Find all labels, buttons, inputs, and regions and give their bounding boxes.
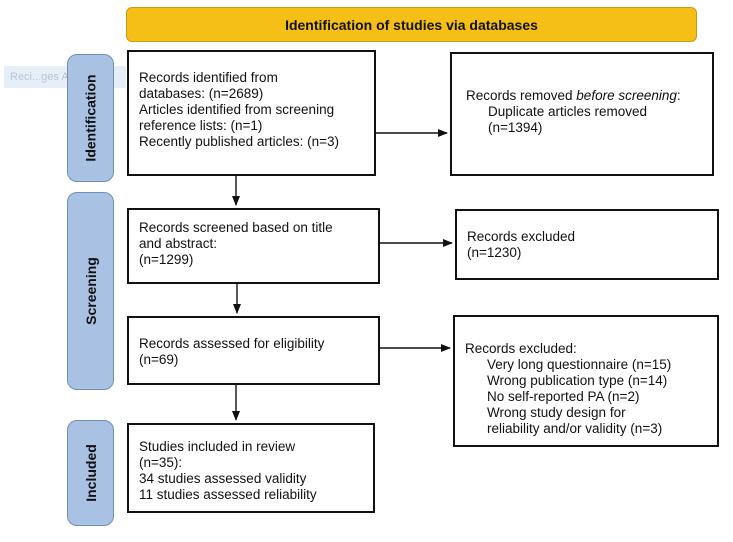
identified-line: Articles identified from screening (139, 102, 335, 117)
removed-heading: Records removed before screening: (466, 88, 702, 104)
header-title: Identification of studies via databases (285, 16, 538, 33)
removed-heading-italic: before screening (576, 88, 677, 103)
identified-line: Records identified from (139, 70, 278, 85)
stage-included: Included (67, 420, 114, 526)
header-banner: Identification of studies via databases (126, 7, 697, 42)
stage-screening: Screening (67, 192, 114, 390)
removed-count: (n=1394) (488, 120, 543, 135)
included-line: (n=35): (139, 455, 183, 470)
identified-line: Recently published articles: (n=3) (139, 134, 339, 149)
identified-line: reference lists: (n=1) (139, 118, 263, 133)
included-line: 11 studies assessed reliability (139, 487, 317, 502)
box-studies-included: Studies included in review (n=35): 34 st… (127, 423, 375, 513)
excluded1-line: Records excluded (467, 229, 576, 244)
screened-line: (n=1299) (139, 252, 194, 267)
assessed-line: Records assessed for eligibility (139, 336, 325, 351)
box-records-excluded-1: Records excluded (n=1230) (455, 209, 719, 280)
screened-line: and abstract: (139, 236, 218, 251)
excluded2-item: Wrong publication type (n=14) (487, 373, 668, 388)
box-records-identified: Records identified from databases: (n=26… (127, 50, 376, 176)
box-records-removed: Records removed before screening: Duplic… (450, 52, 714, 176)
removed-line: Duplicate articles removed (488, 104, 648, 119)
screened-line: Records screened based on title (139, 220, 333, 235)
box-records-excluded-2: Records excluded: Very long questionnair… (453, 315, 719, 447)
excluded2-item: Very long questionnaire (n=15) (487, 357, 672, 372)
assessed-line: (n=69) (139, 352, 179, 367)
excluded2-item: reliability and/or validity (n=3) (487, 421, 663, 436)
excluded2-title: Records excluded: (465, 341, 577, 356)
identified-line: databases: (n=2689) (139, 86, 264, 101)
included-line: Studies included in review (139, 439, 296, 454)
box-records-screened: Records screened based on title and abst… (127, 208, 380, 284)
stage-identification: Identification (67, 54, 114, 182)
included-line: 34 studies assessed validity (139, 471, 307, 486)
excluded1-line: (n=1230) (467, 245, 522, 260)
box-records-assessed: Records assessed for eligibility (n=69) (127, 316, 380, 385)
excluded2-item: No self-reported PA (n=2) (487, 389, 640, 404)
removed-heading-colon: : (676, 88, 681, 103)
removed-heading-text: Records removed (466, 88, 577, 103)
excluded2-item: Wrong study design for (487, 405, 626, 420)
